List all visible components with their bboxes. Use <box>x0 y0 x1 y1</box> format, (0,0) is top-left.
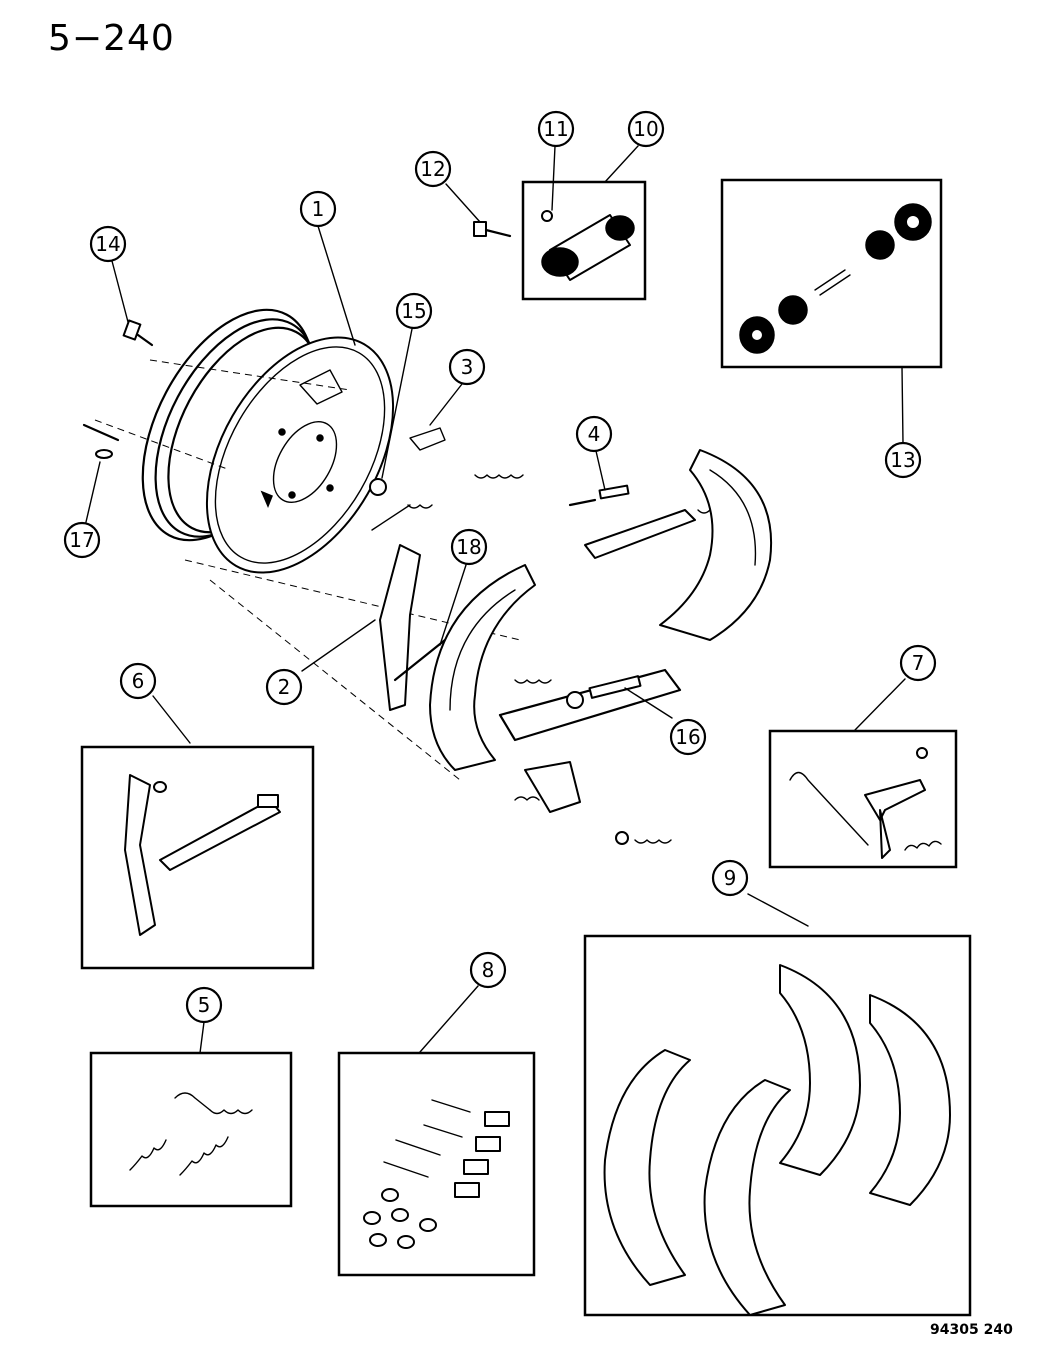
callout-label-11: 11 <box>543 117 568 141</box>
callout-label-17: 17 <box>69 528 94 552</box>
callout-8: 8 <box>469 951 507 989</box>
box-part-7 <box>768 729 958 869</box>
callout-15: 15 <box>395 292 433 330</box>
callout-18: 18 <box>450 528 488 566</box>
callout-label-15: 15 <box>401 299 426 323</box>
box-part-5 <box>89 1051 293 1208</box>
wheel-cylinder <box>541 210 635 281</box>
box-part-9 <box>583 934 972 1317</box>
figure-code: 94305 240 <box>930 1322 1013 1338</box>
box-part-10 <box>521 180 647 301</box>
callout-3: 3 <box>448 348 486 386</box>
leader-lines <box>85 145 906 1054</box>
callout-label-7: 7 <box>912 651 925 675</box>
box-part-13 <box>720 178 943 369</box>
callout-label-5: 5 <box>198 993 211 1017</box>
hold-down-kit <box>363 1099 510 1249</box>
adjuster-lever <box>584 509 696 559</box>
callout-label-14: 14 <box>95 232 120 256</box>
callout-5: 5 <box>185 986 223 1024</box>
wheel-cylinder-kit <box>739 203 932 354</box>
parking-brake-lever <box>379 544 421 711</box>
callout-label-16: 16 <box>675 725 700 749</box>
callout-label-10: 10 <box>633 117 658 141</box>
cable-kit <box>789 747 942 859</box>
callout-label-13: 13 <box>890 448 915 472</box>
callout-2: 2 <box>265 668 303 706</box>
page-title: 5−240 <box>48 18 175 59</box>
brake-shoe-left <box>429 564 536 771</box>
anchor-pin-part-4 <box>568 484 630 507</box>
pin-part-17 <box>82 423 120 459</box>
callout-9: 9 <box>711 859 749 897</box>
callout-label-9: 9 <box>724 866 737 890</box>
shoe-springs <box>371 427 524 531</box>
spring-kit <box>129 1092 253 1176</box>
callout-label-2: 2 <box>278 675 291 699</box>
callout-13: 13 <box>884 441 922 479</box>
callout-7: 7 <box>899 644 937 682</box>
callout-label-4: 4 <box>588 422 601 446</box>
box-part-6 <box>80 745 315 970</box>
callout-6: 6 <box>119 662 157 700</box>
bolt-part-12 <box>473 221 512 238</box>
callout-11: 11 <box>537 110 575 148</box>
grommet-part-15 <box>369 478 387 496</box>
backing-plate <box>205 336 395 574</box>
brake-shoe-right <box>659 449 773 641</box>
callout-label-6: 6 <box>132 669 145 693</box>
callout-14: 14 <box>89 225 127 263</box>
callout-label-3: 3 <box>461 355 474 379</box>
callout-10: 10 <box>627 110 665 148</box>
callout-label-12: 12 <box>420 157 445 181</box>
bolt-part-14 <box>122 319 154 347</box>
callout-4: 4 <box>575 415 613 453</box>
callout-label-8: 8 <box>482 958 495 982</box>
lower-hardware <box>514 761 672 845</box>
callout-17: 17 <box>63 521 101 559</box>
box-part-8 <box>337 1051 536 1277</box>
lever-kit <box>124 774 281 936</box>
adjuster-kit-part-16 <box>498 668 682 742</box>
callout-12: 12 <box>414 150 452 188</box>
brake-shoe-set <box>603 964 951 1316</box>
callout-label-1: 1 <box>312 197 325 221</box>
strut-part-18 <box>393 638 447 682</box>
callout-1: 1 <box>299 190 337 228</box>
callout-label-18: 18 <box>456 535 481 559</box>
callout-16: 16 <box>669 718 707 756</box>
